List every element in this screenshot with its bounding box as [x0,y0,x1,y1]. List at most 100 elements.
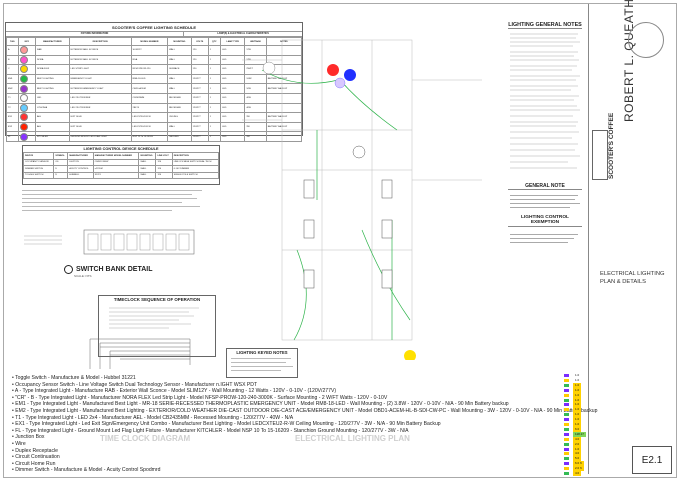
fixture-key-swatch [17,112,36,123]
fixture-key-swatch [17,54,36,66]
fixture-key-swatch [17,64,36,75]
quantity-tag-marker-icon [564,472,569,475]
fixture-cell-qty: 1 [207,73,222,85]
fixture-key-swatch [17,45,36,56]
fixture-cell-model: LEDCXTEU2-R-W [130,112,169,123]
control-cell: 31221 [92,171,140,179]
quantity-tag: 1.0 [573,402,582,408]
fixture-cell-watts: 3W [244,131,267,142]
quantity-tag-marker-icon [564,398,569,402]
quantity-tag-marker-icon [564,452,569,456]
fixture-cell-model: NSP 10 To 15-16209 [130,131,169,142]
quantity-tag-marker-icon [564,447,569,451]
legend-item: • Toggle Switch - Manufacture & Model - … [12,375,136,381]
fixture-key-swatch [17,92,36,104]
general-note-title: GENERAL NOTE [508,183,582,190]
quantity-tag-marker-icon [564,462,569,466]
fixture-col-header: NOTES [265,37,303,46]
legend-bullet-icon: • [12,454,16,461]
fixture-col-header: VOLTS [190,37,209,46]
fixture-col-header: MODEL NUMBER [130,37,169,46]
legend-text: EX1 - Type Integrated Light - Led Exit S… [15,421,441,428]
quantity-tag: 1.0 [573,392,582,398]
fixture-cell-qty: 1 [207,102,222,114]
fixture-col-header: MANUFACTURER [34,37,70,46]
fixture-key-swatch [17,83,36,94]
fixture-color-icon [19,46,28,55]
quantity-tag: 4.0 [573,471,582,476]
legend-item: • Circuit Continuation [12,454,60,460]
quantity-tag: 1.0 [573,377,582,383]
fixture-cell-tag: EM1 [6,73,19,85]
lighting-keyed-notes: LIGHTING KEYED NOTES [226,348,298,378]
sheet-title: ELECTRICAL LIGHTING PLAN & DETAILS [600,271,665,285]
fixture-cell-tag: EM2 [6,83,19,94]
fixture-col-header: QTY. [207,37,222,46]
fixture-cell-desc: LED STRIP LIGHT [68,64,132,75]
quantity-tag: 4.0 [573,436,582,442]
floor-plan-drawing [230,39,482,366]
quantity-tag: 1.0 [573,412,582,418]
legend-item: • Duplex Receptacle [12,448,58,454]
fixture-cell-desc: GROUND MOUNT LED FLAG LIGHT [68,131,132,142]
fixture-schedule-title: SCOOTER'S COFFEE LIGHTING SCHEDULE [111,25,197,30]
legend-item: • EM2 - Type Integrated Light - Manufact… [12,408,597,414]
quantity-tag: 1.0 [573,382,582,388]
lighting-notes-title: LIGHTING GENERAL NOTES [508,22,582,29]
fixture-cell-desc: EXIT SIGN [68,121,132,133]
control-cell: SINGLE POLE SWITCH [171,171,220,179]
control-cell: HUBBELL [67,171,94,179]
legend-item: • FL - Type Integrated Light - Ground Mo… [12,428,409,434]
fixture-cell-mount: GROUND [167,131,192,142]
legend-bullet-icon: • [12,375,16,381]
timeclock-ghost-label: TIME CLOCK DIAGRAM [100,434,191,443]
quantity-tag: 6.0 ft [573,461,584,467]
fixture-cell-mount: RECESSED [167,92,192,104]
legend-bullet-icon: • [12,401,16,408]
legend-item: • EM1 - Type Integrated Light - Manufact… [12,401,509,407]
quantity-tag-marker-icon [564,442,569,446]
quantity-tag: 6.0 [573,426,582,432]
legend-item: • Wire [12,441,26,447]
fixture-cell-mount: WALL [167,45,192,56]
fixture-cell-volts: 120/277 [190,121,209,133]
fixture-color-icon [19,65,28,74]
fixture-col-header: KEY [17,37,36,46]
fixture-cell-qty: 1 [207,131,222,142]
fixture-cell-mfr: KITCHLER [34,131,70,142]
legend-text: EM1 - Type Integrated Light - Manufactur… [15,401,509,408]
fixture-cell-desc: LED 2X4 TROFFER [68,92,132,104]
fixture-cell-model: SLIM12Y [130,45,169,56]
fixture-cell-qty: 1 [207,112,222,123]
legend-item: • Occupancy Sensor Switch - Line Voltage… [12,382,257,388]
fixture-cell-volts: 120/277 [190,73,209,85]
quantity-tag-marker-icon [564,403,569,407]
quantity-tag-marker-icon [564,432,569,436]
fixture-key-swatch [17,121,36,133]
electrical-lighting-plan [222,20,500,366]
control-notes-block [22,187,220,225]
fixture-col-header: WATTAGE [244,37,267,46]
fixture-color-icon [19,56,28,64]
fixture-cell-mount: WALL [167,83,192,94]
fixture-color-icon [19,94,28,103]
fixture-cell-tag: T2 [6,102,19,114]
legend-bullet-icon: • [12,408,16,414]
fixture-cell-qty: 1 [207,92,222,104]
legend-text: "CR" - B - Type Integrated Light - Manuf… [15,394,388,401]
quantity-tag: 1.0 [573,417,582,423]
legend-item: • "CR" - B - Type Integrated Light - Man… [12,395,387,401]
control-cell: $ [53,171,69,179]
brand-logo [592,130,608,180]
legend-text: Duplex Receptacle [15,447,58,454]
control-cell: WALL [138,171,157,179]
lighting-general-notes: LIGHTING GENERAL NOTES [508,22,582,182]
quantity-tag-marker-icon [564,374,569,377]
legend-item: • Circuit Home Run [12,461,55,467]
fixture-cell-volts: 120 [190,54,209,66]
legend-bullet-icon: • [12,388,15,395]
